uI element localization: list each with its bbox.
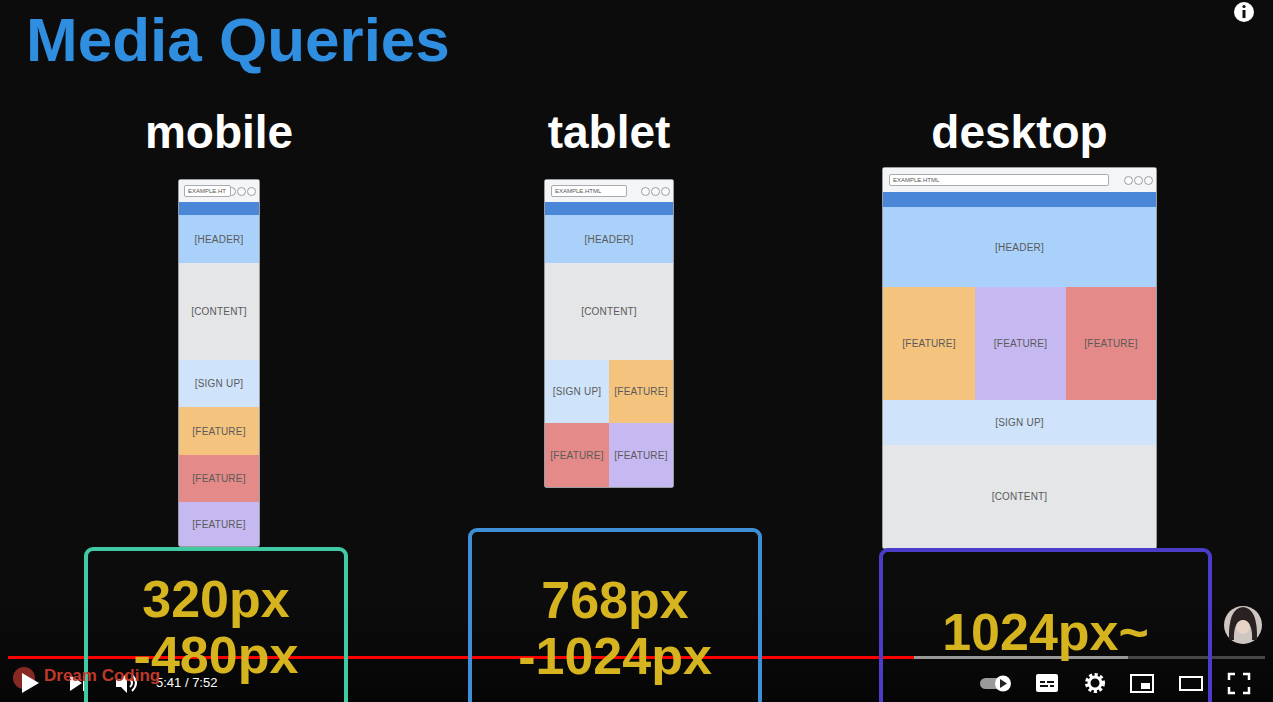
section-label: [FEATURE] [192, 426, 245, 437]
layout-section: [FEATURE] [1066, 287, 1156, 400]
window-button [1124, 176, 1133, 185]
section-label: [HEADER] [195, 234, 244, 245]
address-field: EXAMPLE.HT [184, 185, 231, 197]
layout-section: [FEATURE] [609, 360, 673, 423]
layout-section: [FEATURE] [179, 502, 259, 546]
section-label: [FEATURE] [192, 473, 245, 484]
layout-section: [SIGN UP] [545, 360, 609, 423]
autoplay-knob [995, 676, 1011, 692]
info-stem [1243, 10, 1246, 18]
layout-section: [FEATURE] [975, 287, 1066, 400]
address-field: EXAMPLE.HTML [551, 185, 627, 197]
device-heading: desktop [931, 104, 1107, 160]
window-button [641, 187, 650, 196]
layout-section: [HEADER] [179, 215, 259, 263]
window-button [247, 187, 256, 196]
layout-section: [HEADER] [545, 215, 673, 263]
browser-frame: desktopEXAMPLE.HTML[HEADER][FEATURE][FEA… [883, 168, 1156, 548]
channel-watermark: Dream Coding [44, 668, 160, 684]
miniplayer-icon [1131, 675, 1153, 692]
section-label: [CONTENT] [581, 306, 637, 317]
breakpoint-box: 768px -1024px [468, 528, 762, 702]
video-time: 5:41 / 7:52 [156, 675, 217, 691]
presenter-avatar [1224, 606, 1262, 644]
subtitles-line [1047, 681, 1054, 683]
nav-bar [545, 202, 673, 215]
theater-icon [1180, 677, 1202, 690]
nav-bar [179, 202, 259, 215]
section-label: [SIGN UP] [995, 417, 1043, 428]
breakpoint-range: 1024px~ [883, 604, 1208, 660]
section-label: [FEATURE] [192, 519, 245, 530]
browser-frame: tabletEXAMPLE.HTML[HEADER][CONTENT][SIGN… [545, 180, 673, 487]
url-text: EXAMPLE.HT [188, 187, 226, 195]
layout-section: [FEATURE] [179, 407, 259, 455]
device-heading: mobile [145, 104, 293, 160]
layout-section: [SIGN UP] [179, 360, 259, 407]
play-icon [22, 673, 39, 693]
layout-section: [FEATURE] [609, 423, 673, 487]
address-field: EXAMPLE.HTML [889, 174, 1109, 186]
section-label: [CONTENT] [191, 306, 247, 317]
layout-section: [CONTENT] [883, 445, 1156, 548]
breakpoint-range: 320px -480px [88, 571, 344, 683]
section-label: [HEADER] [995, 242, 1044, 253]
layout-section: [FEATURE] [179, 455, 259, 502]
breakpoint-range: 768px -1024px [472, 572, 758, 684]
layout-section: [FEATURE] [883, 287, 975, 400]
url-text: EXAMPLE.HTML [893, 176, 939, 184]
window-button [661, 187, 670, 196]
subtitles-icon [1036, 674, 1058, 692]
gear-teeth [1087, 675, 1103, 691]
section-label: [CONTENT] [992, 491, 1048, 502]
info-icon [1234, 2, 1254, 22]
layout-section: [CONTENT] [545, 263, 673, 360]
layout-section: [SIGN UP] [883, 400, 1156, 445]
layout-section: [FEATURE] [545, 423, 609, 487]
subtitles-line [1050, 685, 1054, 687]
section-label: [SIGN UP] [195, 378, 243, 389]
avatar-face [1236, 620, 1250, 634]
section-label: [FEATURE] [614, 450, 667, 461]
breakpoint-box: 1024px~ [879, 548, 1212, 702]
fullscreen-icon [1229, 674, 1249, 693]
section-label: [FEATURE] [902, 338, 955, 349]
browser-frame: mobileEXAMPLE.HT[HEADER][CONTENT][SIGN U… [179, 180, 259, 546]
layout-section: [HEADER] [883, 207, 1156, 287]
subtitles-line [1040, 681, 1045, 683]
section-label: [FEATURE] [994, 338, 1047, 349]
url-text: EXAMPLE.HTML [555, 187, 601, 195]
section-label: [FEATURE] [550, 450, 603, 461]
window-button [237, 187, 246, 196]
window-button [1144, 176, 1153, 185]
section-label: [SIGN UP] [553, 386, 601, 397]
device-heading: tablet [548, 104, 671, 160]
miniplayer-inner [1141, 683, 1150, 689]
window-button [651, 187, 660, 196]
section-label: [HEADER] [585, 234, 634, 245]
avatar-hair [1229, 607, 1257, 640]
window-button [1134, 176, 1143, 185]
autoplay-play [1000, 679, 1007, 688]
layout-section: [CONTENT] [179, 263, 259, 360]
gear-icon [1089, 677, 1101, 689]
section-label: [FEATURE] [614, 386, 667, 397]
subtitles-line [1040, 685, 1048, 687]
section-label: [FEATURE] [1084, 338, 1137, 349]
slide-title: Media Queries [26, 0, 450, 80]
info-dot [1242, 5, 1245, 8]
nav-bar [883, 192, 1156, 207]
